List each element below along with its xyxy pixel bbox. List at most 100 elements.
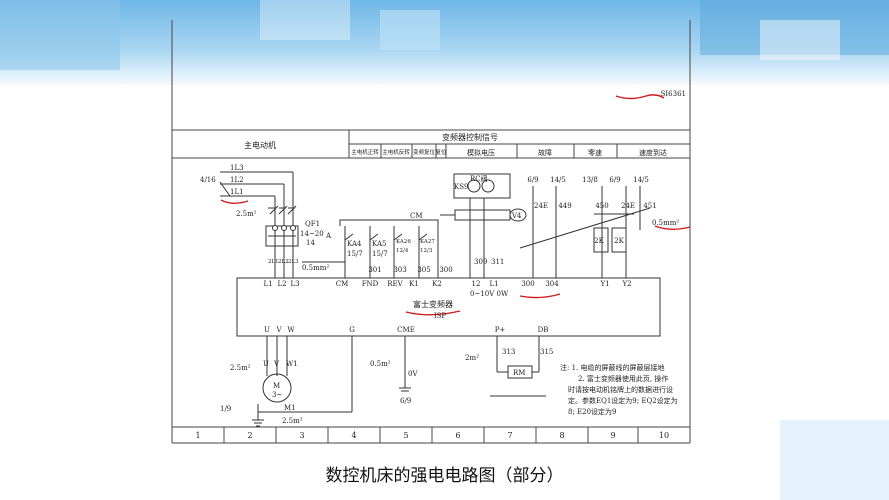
ref-label: 14/5 — [633, 176, 649, 184]
ref-label: 13/8 — [582, 176, 598, 184]
figure-caption: 数控机床的强电电路图（部分） — [325, 466, 564, 486]
cme-ref: 6/9 — [400, 397, 411, 405]
motor-wire: 2.5m² — [230, 364, 251, 372]
relay-name: KA26 — [396, 239, 411, 245]
inv-terminal: L1 — [263, 280, 272, 288]
cm-wire: 301 — [368, 266, 381, 274]
k-label: 2K — [614, 237, 624, 245]
col-number: 3 — [299, 431, 304, 440]
inv-terminal: REV — [387, 280, 403, 288]
col-number: 1 — [195, 431, 200, 440]
source-ref: 4/16 — [200, 176, 216, 184]
pre-terminal: 2L1 — [268, 259, 279, 265]
inv-terminal: CM — [336, 280, 349, 288]
brake-wire: 2m² — [465, 354, 479, 362]
source-line: 1L3 — [230, 164, 244, 172]
pre-terminal: 2L2 — [278, 259, 289, 265]
header-col: 速度到达 — [639, 148, 667, 157]
note-line: 定。参数EQ1设定为9; EQ2设定为 — [568, 396, 678, 405]
motor-ref: 1/9 — [220, 405, 231, 413]
breaker-rating: 14~20 — [300, 230, 324, 238]
header-right-title: 变频器控制信号 — [442, 132, 498, 142]
inv-mid-wire: 304 — [545, 280, 559, 288]
ref-label: 14/5 — [550, 176, 566, 184]
inv-terminal: FND — [362, 280, 379, 288]
motor-phase: 3~ — [272, 391, 282, 399]
inv-bottom: W — [287, 326, 295, 334]
inv-terminal: L2 — [277, 280, 286, 288]
source-line: 1L2 — [230, 176, 244, 184]
brake-resistor: RM — [513, 369, 525, 377]
v4-label: V4 — [511, 212, 522, 220]
header-col: 复位 — [435, 148, 447, 156]
inv-bottom: CME — [397, 326, 415, 334]
shield-wire: 0.5mm² — [652, 219, 679, 227]
inv-terminal: L3 — [290, 280, 299, 288]
inv-name: 富士变频器 — [413, 299, 453, 309]
k-label: 2K — [594, 237, 604, 245]
rc-pot-label: RC阀 — [470, 174, 488, 183]
relay-ref: 12/4 — [396, 248, 409, 254]
brake-terminal: 315 — [540, 348, 553, 356]
motor-phase-terminal: W1 — [286, 360, 298, 368]
pair-label: 449 — [558, 202, 571, 210]
header-left-title: 主电动机 — [244, 140, 276, 150]
note-line: 时请按电动机铭牌上的数据进行设 — [568, 385, 673, 394]
inv-bottom: U — [264, 326, 270, 334]
motor-gnd-wire: 2.5m² — [282, 417, 303, 425]
col-number: 10 — [659, 431, 669, 440]
inv-bottom: DB — [538, 326, 549, 334]
inv-terminal: K2 — [432, 280, 442, 288]
inv-out: Y2 — [621, 280, 631, 288]
inv-terminal: L1 — [489, 280, 498, 288]
inv-terminal: 12 — [472, 280, 481, 288]
col-number: 2 — [247, 431, 252, 440]
col-number: 4 — [351, 431, 356, 440]
note-line: 2. 富士变频器使用此页, 操作 — [578, 374, 668, 383]
inv-code: ISP — [434, 312, 447, 320]
col-number: 8 — [559, 431, 564, 440]
pair-label: 24E — [534, 202, 548, 210]
inv-terminal: K1 — [409, 280, 419, 288]
brake-terminal: 313 — [502, 348, 515, 356]
header-col: 主电机正转 — [351, 148, 379, 156]
relay-name: KA4 — [347, 240, 362, 248]
header-col: 主电机反转 — [382, 148, 410, 156]
header-col: 零速 — [588, 149, 602, 157]
cm-wire: 300 — [439, 266, 452, 274]
cm-label: CM — [410, 212, 423, 220]
source-wire: 2.5m² — [236, 210, 257, 218]
motor-symbol: M — [273, 382, 280, 390]
analog-wire: 311 — [491, 258, 504, 266]
inv-mid-wire: 300 — [521, 280, 534, 288]
pair-label: 451 — [643, 202, 656, 210]
cme-wire: 0.5m² — [370, 360, 391, 368]
motor-phase-terminal: U — [263, 360, 269, 368]
cm-wire: 305 — [417, 266, 430, 274]
motor-id: M1 — [284, 404, 296, 412]
header-col: 变频复位 — [413, 148, 436, 156]
cme-label: 0V — [408, 370, 418, 378]
pair-label: 450 — [595, 202, 608, 210]
col-number: 7 — [507, 431, 512, 440]
cm-wire: 303 — [393, 266, 406, 274]
header-col: 故障 — [538, 148, 552, 157]
pair-label: 24E — [621, 202, 635, 210]
note-line: 注: 1. 电缆的屏蔽线的屏蔽层接地 — [560, 363, 665, 372]
source-line: 1L1 — [230, 188, 244, 196]
breaker-ref: 14 — [306, 239, 315, 247]
motor-phase-terminal: V — [273, 360, 280, 368]
note-line: 8; E20设定为9 — [568, 407, 617, 416]
col-number: 9 — [610, 431, 615, 440]
wire-gauge: 0.5mm² — [302, 264, 329, 272]
inv-bottom: G — [349, 326, 355, 334]
relay-ref: 15/7 — [347, 250, 363, 258]
header-col: 模拟电压 — [467, 148, 495, 157]
relay-name: KA27 — [420, 239, 435, 245]
analog-wire: 309 — [474, 258, 487, 266]
ref-label: 6/9 — [527, 176, 538, 184]
inv-out: Y1 — [599, 280, 609, 288]
breaker-id: QF1 — [305, 220, 320, 228]
col-number: 5 — [403, 431, 408, 440]
